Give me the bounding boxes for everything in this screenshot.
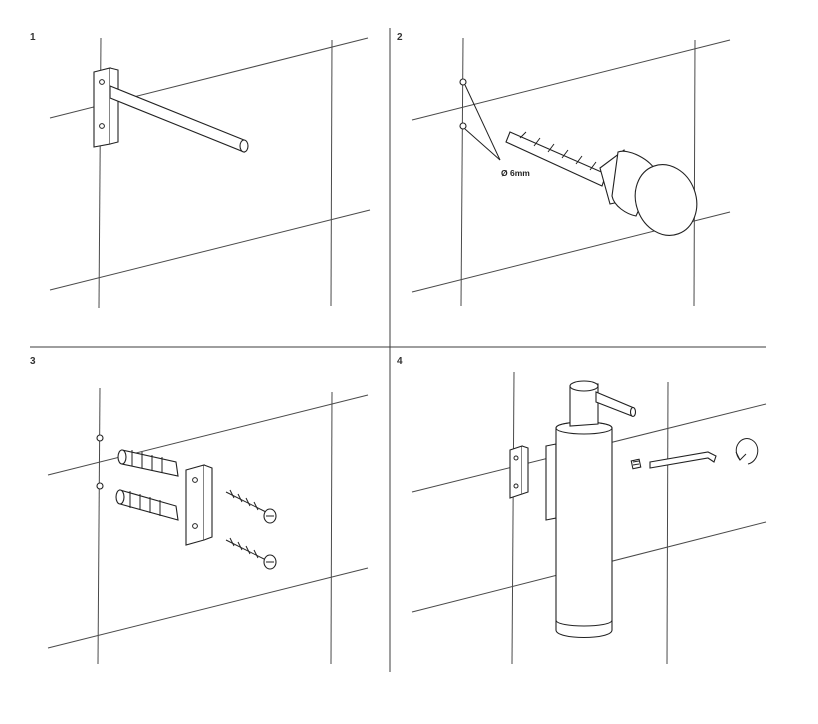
- step-1-number: 1: [30, 32, 36, 43]
- panel-1-illustration: [49, 37, 371, 309]
- step-4-number: 4: [397, 356, 403, 367]
- rotate-clockwise-icon: [735, 438, 759, 465]
- panel-3-wall-plug-bottom: [115, 489, 179, 521]
- panel-2-illustration: [411, 37, 731, 307]
- panel-2-drill: [505, 131, 698, 236]
- panel-1-spirit-level: [109, 85, 249, 153]
- panel-3-screw-top: [225, 489, 277, 524]
- panel-3-bracket: [185, 464, 213, 546]
- step-3-number: 3: [30, 356, 36, 367]
- panel-4-set-screw: [630, 458, 642, 470]
- panel-4-illustration: [411, 371, 767, 665]
- panel-2-tile-grid: [411, 37, 731, 307]
- drill-diameter-label: Ø 6mm: [501, 168, 530, 178]
- panel-3-illustration: [47, 387, 369, 665]
- panel-3-wall-holes: [96, 434, 104, 490]
- panel-4-bracket: [509, 445, 529, 499]
- panel-3-screw-bottom: [225, 537, 277, 570]
- step-2-number: 2: [397, 32, 403, 43]
- panel-2-drill-holes: [459, 78, 501, 161]
- panel-4-allen-key: [649, 451, 717, 469]
- panel-4-soap-dispenser: [545, 380, 637, 638]
- panel-3-wall-plug-top: [117, 449, 179, 477]
- panel-1-dispenser-bracket: [93, 67, 119, 148]
- panel-3-tile-grid: [47, 387, 369, 665]
